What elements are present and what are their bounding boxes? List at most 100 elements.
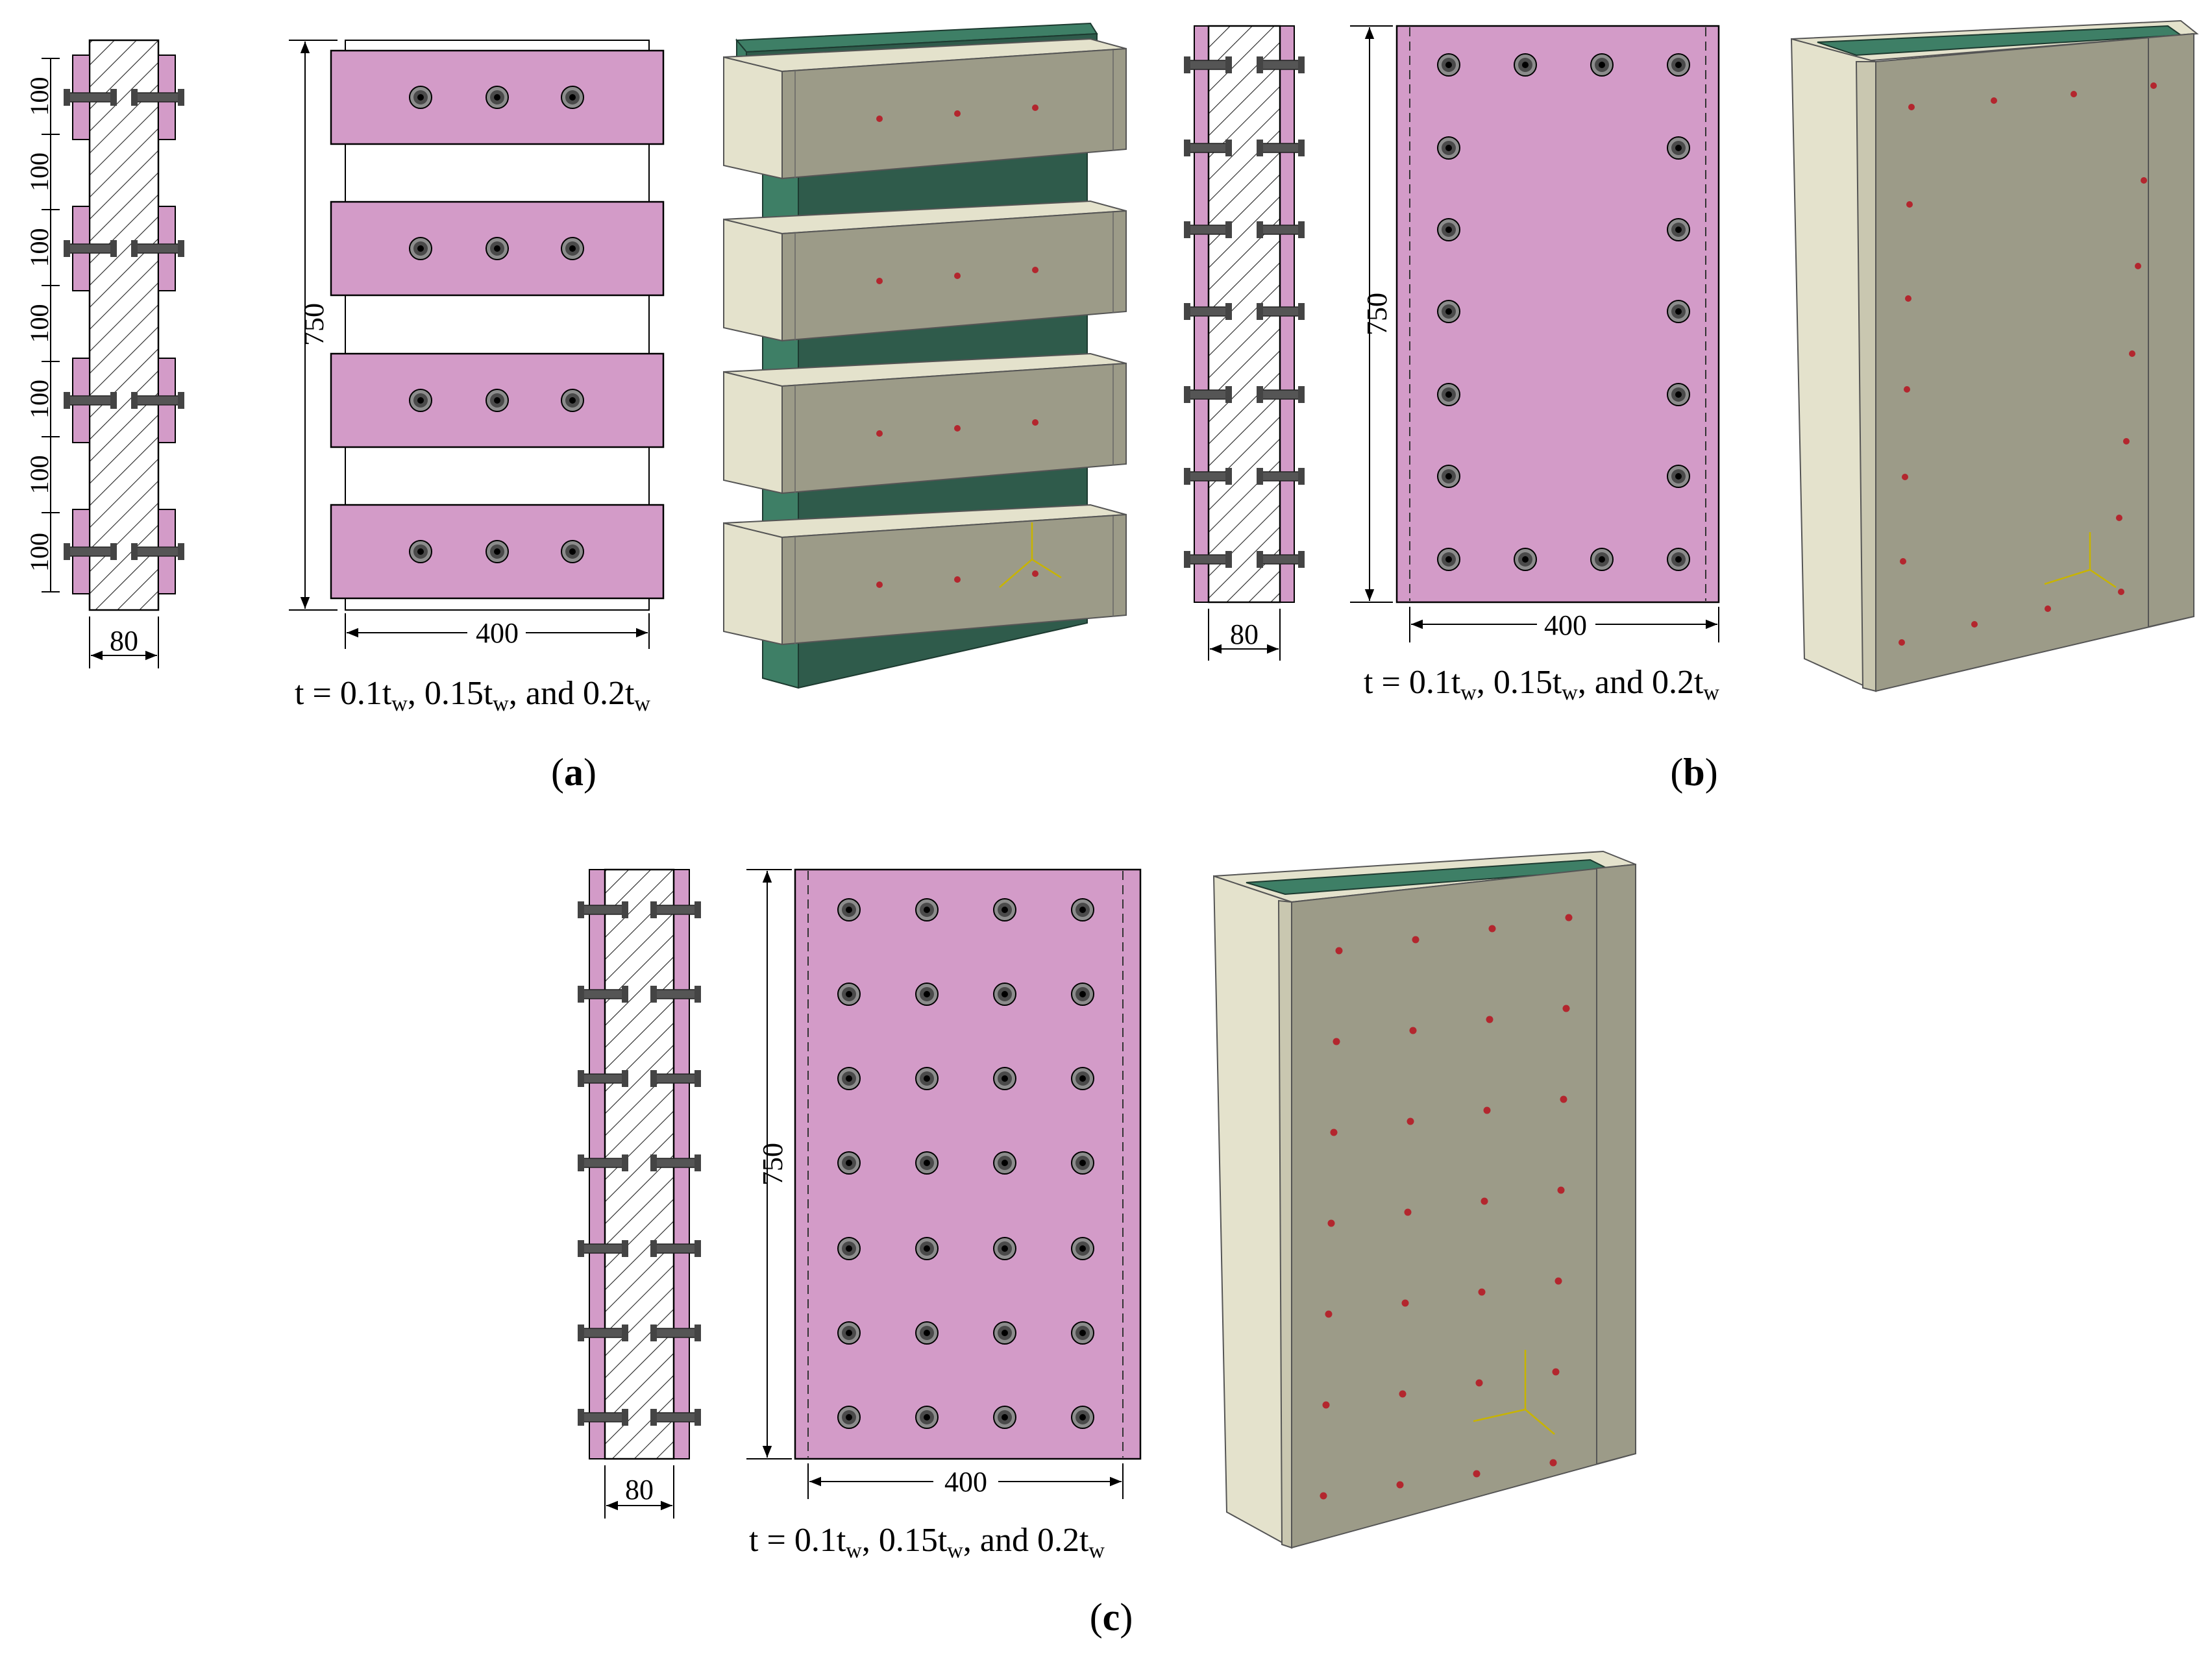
bolt-icon — [1667, 218, 1690, 241]
anchor-dot — [1401, 1299, 1409, 1307]
bolt-icon — [1667, 548, 1690, 571]
bolt-icon — [1667, 300, 1690, 323]
bolt-icon — [409, 389, 432, 412]
section-bolt-icon — [131, 89, 184, 106]
bolt-icon — [1590, 548, 1614, 571]
bolt-icon — [1071, 1321, 1094, 1345]
bolt-icon — [837, 1067, 861, 1090]
panel-b-label: (b) — [1670, 751, 1717, 794]
anchor-dot — [1899, 639, 1905, 646]
anchor-dot — [1478, 1288, 1486, 1296]
bolt-icon — [1667, 383, 1690, 406]
anchor-dot — [1991, 97, 1997, 104]
section-bolt-icon — [64, 543, 117, 560]
section-bolt-icon — [64, 392, 117, 409]
bolt-icon — [1071, 1237, 1094, 1260]
section-bolt-icon — [650, 1154, 701, 1171]
anchor-dot — [876, 278, 883, 284]
bolt-icon — [993, 1321, 1016, 1345]
anchor-dot — [1320, 1492, 1327, 1500]
panel-a-model — [723, 22, 1127, 689]
section-width-label: 80 — [110, 625, 138, 657]
anchor-dot — [1327, 1219, 1335, 1227]
anchor-dot — [1409, 1027, 1417, 1034]
anchor-dot — [1971, 621, 1978, 628]
plan-width-label: 400 — [1544, 609, 1587, 641]
section-bolt-icon — [1184, 551, 1232, 568]
bolt-icon — [915, 983, 939, 1006]
bolt-icon — [993, 1237, 1016, 1260]
axis-triad-icon — [1473, 1350, 1555, 1435]
anchor-dot — [1552, 1368, 1560, 1376]
spacing-label: 100 — [25, 380, 54, 419]
panel-a-label: (a) — [551, 751, 596, 794]
anchor-dot — [1481, 1197, 1488, 1205]
bolt-icon — [1071, 1151, 1094, 1175]
bolt-icon — [837, 1237, 861, 1260]
bolt-icon — [1437, 300, 1460, 323]
section-bolt-icon — [650, 1070, 701, 1087]
section-bolt-icon — [650, 986, 701, 1003]
anchor-dot — [1557, 1186, 1565, 1194]
anchor-dot — [1032, 104, 1038, 111]
section-bolt-icon — [1257, 140, 1305, 156]
anchor-dot — [954, 425, 961, 432]
wall-outline — [345, 40, 650, 611]
spacing-label: 100 — [25, 304, 54, 343]
plan-width-label: 400 — [944, 1466, 987, 1498]
plan-height-label: 750 — [298, 303, 330, 346]
bolt-icon — [915, 1067, 939, 1090]
bolt-icon — [1514, 53, 1537, 77]
section-bolt-icon — [1184, 386, 1232, 403]
bolt-icon — [915, 1237, 939, 1260]
section-bolt-icon — [578, 901, 628, 918]
bolt-icon — [915, 898, 939, 922]
concrete-band — [723, 504, 1127, 646]
section-bolt-icon — [131, 392, 184, 409]
panel-c-model — [1212, 850, 1636, 1549]
plan-height-label: 750 — [1361, 293, 1393, 336]
spacing-label: 100 — [25, 153, 54, 191]
section-bolt-icon — [1184, 140, 1232, 156]
section-bolt-icon — [650, 901, 701, 918]
bolt-icon — [837, 1406, 861, 1429]
anchor-dot — [954, 110, 961, 117]
anchor-dot — [1555, 1277, 1562, 1285]
wall-section-hatched — [88, 39, 160, 611]
anchor-dot — [2141, 177, 2147, 184]
anchor-dot — [1560, 1095, 1567, 1103]
bolt-icon — [1437, 548, 1460, 571]
axis-triad-icon — [999, 522, 1062, 588]
panel-b-model — [1790, 19, 2199, 692]
anchor-dot — [1483, 1106, 1491, 1114]
section-bolt-icon — [578, 1409, 628, 1426]
bolt-icon — [1667, 465, 1690, 488]
anchor-dot — [876, 116, 883, 122]
bolt-icon — [1667, 53, 1690, 77]
anchor-dot — [1562, 1005, 1570, 1012]
bolt-icon — [409, 540, 432, 563]
panel-a-plan: 750 400 t = 0.1tw, 0.15tw, and 0.2tw — [289, 40, 665, 716]
section-bolt-icon — [650, 1409, 701, 1426]
bolt-icon — [409, 86, 432, 109]
spacing-label: 100 — [25, 77, 54, 116]
anchor-dot — [1475, 1379, 1483, 1387]
section-bolt-icon — [1257, 551, 1305, 568]
anchor-dot — [2118, 589, 2124, 595]
thickness-caption-b: t = 0.1tw, 0.15tw, and 0.2tw — [1364, 664, 1719, 705]
bolt-icon — [1437, 136, 1460, 160]
spacing-label: 100 — [25, 228, 54, 267]
section-width-label: 80 — [625, 1474, 654, 1506]
section-bolt-icon — [650, 1324, 701, 1341]
section-bolt-icon — [578, 1240, 628, 1257]
axis-triad-icon — [2044, 532, 2117, 589]
anchor-dot — [2116, 515, 2122, 521]
section-bolt-icon — [1184, 56, 1232, 73]
bolt-icon — [561, 389, 584, 412]
thickness-caption-c: t = 0.1tw, 0.15tw, and 0.2tw — [749, 1522, 1105, 1563]
section-bolt-icon — [1257, 468, 1305, 485]
bolt-icon — [561, 237, 584, 260]
bolt-icon — [837, 983, 861, 1006]
